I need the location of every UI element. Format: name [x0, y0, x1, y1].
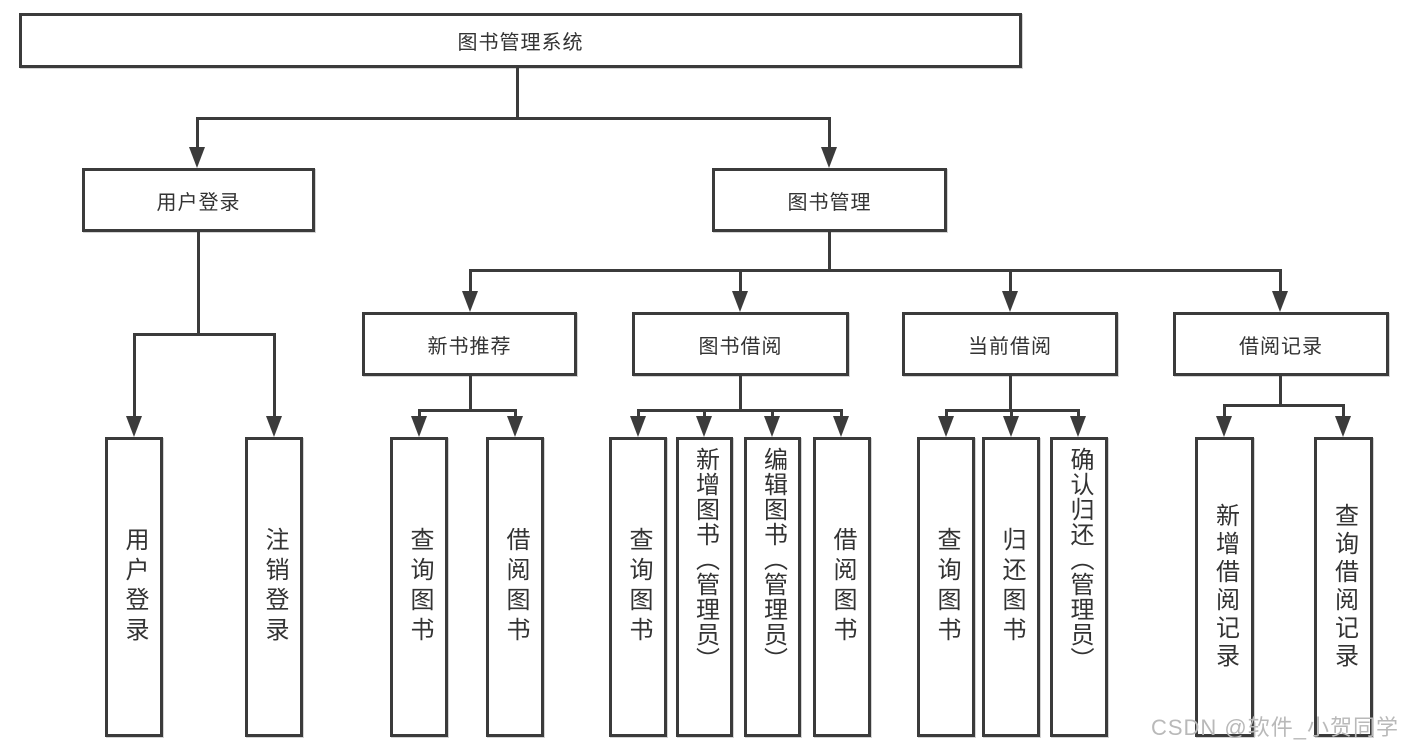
arrow-to-cu-query: [938, 416, 954, 437]
arrow-to-rc-add: [1216, 416, 1232, 437]
leaf-borrow-add-books-admin: 新增图书（管理员）: [676, 437, 733, 737]
arrow-to-nb-query: [411, 416, 427, 437]
leaf-newbook-borrow-books-label: 借阅图书: [502, 527, 529, 647]
connector-bookmgmt-hbar: [469, 269, 1282, 272]
connector-drop-bw2: [703, 409, 706, 417]
leaf-logout: 注销登录: [245, 437, 303, 737]
arrow-to-cu-confirm: [1070, 416, 1086, 437]
connector-records-trunk: [1279, 376, 1282, 407]
leaf-user-login: 用户登录: [105, 437, 163, 737]
leaf-newbook-borrow-books: 借阅图书: [486, 437, 544, 737]
node-book-management: 图书管理: [712, 168, 947, 232]
connector-newbook-hbar: [418, 409, 516, 412]
arrow-to-bw-edit: [764, 416, 780, 437]
leaf-borrow-edit-books-admin-label: 编辑图书（管理员）: [759, 447, 787, 672]
connector-bookmgmt-trunk: [828, 232, 831, 272]
leaf-borrow-query-books: 查询图书: [609, 437, 667, 737]
node-user-login: 用户登录: [82, 168, 315, 232]
arrow-to-borrow: [732, 291, 748, 312]
connector-drop-rc1: [1223, 404, 1226, 417]
connector-root-trunk: [516, 68, 519, 119]
leaf-newbook-query-books-label: 查询图书: [406, 527, 433, 647]
leaf-records-query-record: 查询借阅记录: [1314, 437, 1373, 737]
arrow-to-bw-borrow: [833, 416, 849, 437]
connector-newbook-trunk: [469, 376, 472, 412]
csdn-watermark: CSDN @软件_小贺同学: [1150, 715, 1399, 740]
arrow-to-bw-add: [696, 416, 712, 437]
connector-drop-borrow: [739, 269, 742, 293]
leaf-current-query-books-label: 查询图书: [933, 527, 960, 647]
leaf-newbook-query-books: 查询图书: [390, 437, 448, 737]
connector-records-hbar: [1223, 404, 1344, 407]
connector-root-hbar: [196, 117, 829, 120]
connector-drop-nb2: [514, 409, 517, 417]
arrow-to-cu-return: [1003, 416, 1019, 437]
leaf-current-return-books: 归还图书: [982, 437, 1040, 737]
leaf-current-confirm-return-admin-label: 确认归还（管理员）: [1066, 447, 1093, 672]
arrow-to-bw-query: [630, 416, 646, 437]
leaf-current-query-books: 查询图书: [917, 437, 975, 737]
connector-drop-bw3: [771, 409, 774, 417]
connector-drop-rc2: [1342, 404, 1345, 417]
leaf-logout-label: 注销登录: [261, 527, 288, 647]
connector-drop-book-mgmt: [828, 117, 831, 149]
connector-drop-nb1: [418, 409, 421, 417]
leaf-borrow-edit-books-admin: 编辑图书（管理员）: [744, 437, 801, 737]
connector-borrow-trunk: [739, 376, 742, 412]
arrow-to-current: [1002, 291, 1018, 312]
arrow-to-new-book: [462, 291, 478, 312]
leaf-records-add-record: 新增借阅记录: [1195, 437, 1254, 737]
leaf-borrow-add-books-admin-label: 新增图书（管理员）: [691, 447, 719, 672]
connector-drop-leaf-logout: [273, 333, 276, 417]
arrow-to-leaf-login: [126, 416, 142, 437]
connector-userlogin-trunk: [197, 232, 200, 335]
connector-drop-cu1: [945, 409, 948, 417]
arrow-to-leaf-logout: [266, 416, 282, 437]
connector-drop-records: [1279, 269, 1282, 293]
leaf-current-confirm-return-admin: 确认归还（管理员）: [1050, 437, 1108, 737]
leaf-user-login-label: 用户登录: [121, 527, 148, 647]
connector-drop-current: [1009, 269, 1012, 293]
connector-drop-cu3: [1077, 409, 1080, 417]
connector-drop-user-login: [196, 117, 199, 149]
node-new-book-recommend: 新书推荐: [362, 312, 577, 376]
connector-drop-new-book: [469, 269, 472, 293]
arrow-to-records: [1272, 291, 1288, 312]
arrow-to-rc-query: [1335, 416, 1351, 437]
leaf-current-return-books-label: 归还图书: [998, 527, 1025, 647]
connector-drop-bw1: [637, 409, 640, 417]
leaf-records-query-record-label: 查询借阅记录: [1330, 503, 1358, 671]
node-borrowing-records: 借阅记录: [1173, 312, 1389, 376]
leaf-borrow-borrow-books: 借阅图书: [813, 437, 871, 737]
connector-current-trunk: [1009, 376, 1012, 412]
leaf-records-add-record-label: 新增借阅记录: [1211, 503, 1239, 671]
arrow-to-user-login: [189, 147, 205, 168]
arrow-to-book-mgmt: [821, 147, 837, 168]
connector-borrow-hbar: [637, 409, 843, 412]
arrow-to-nb-borrow: [507, 416, 523, 437]
node-current-borrowing: 当前借阅: [902, 312, 1118, 376]
node-book-borrowing: 图书借阅: [632, 312, 849, 376]
node-root-library-system: 图书管理系统: [19, 13, 1022, 68]
connector-userlogin-hbar: [133, 333, 275, 336]
leaf-borrow-borrow-books-label: 借阅图书: [829, 527, 856, 647]
connector-drop-cu2: [1010, 409, 1013, 417]
leaf-borrow-query-books-label: 查询图书: [625, 527, 652, 647]
connector-drop-bw4: [840, 409, 843, 417]
connector-drop-leaf-login: [133, 333, 136, 417]
